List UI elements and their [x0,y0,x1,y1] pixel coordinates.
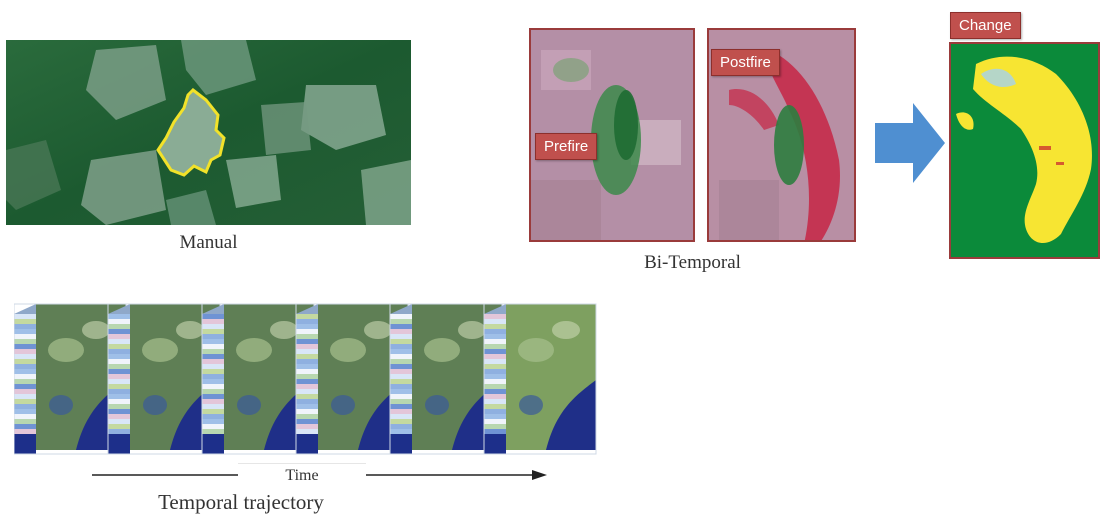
manual-outline [156,88,226,177]
postfire-label: Postfire [711,49,780,76]
right-arrow-icon [875,103,945,183]
postfire-image [707,28,856,242]
trajectory-frame [483,303,597,455]
prefire-label: Prefire [535,133,598,160]
change-image [949,42,1100,259]
change-label: Change [950,12,1021,39]
bitemporal-caption: Bi-Temporal [644,252,741,273]
manual-caption: Manual [179,232,238,253]
manual-image [6,40,411,225]
trajectory-caption: Temporal trajectory [158,490,324,514]
trajectory-frames [14,300,604,460]
time-label: Time [238,463,366,488]
